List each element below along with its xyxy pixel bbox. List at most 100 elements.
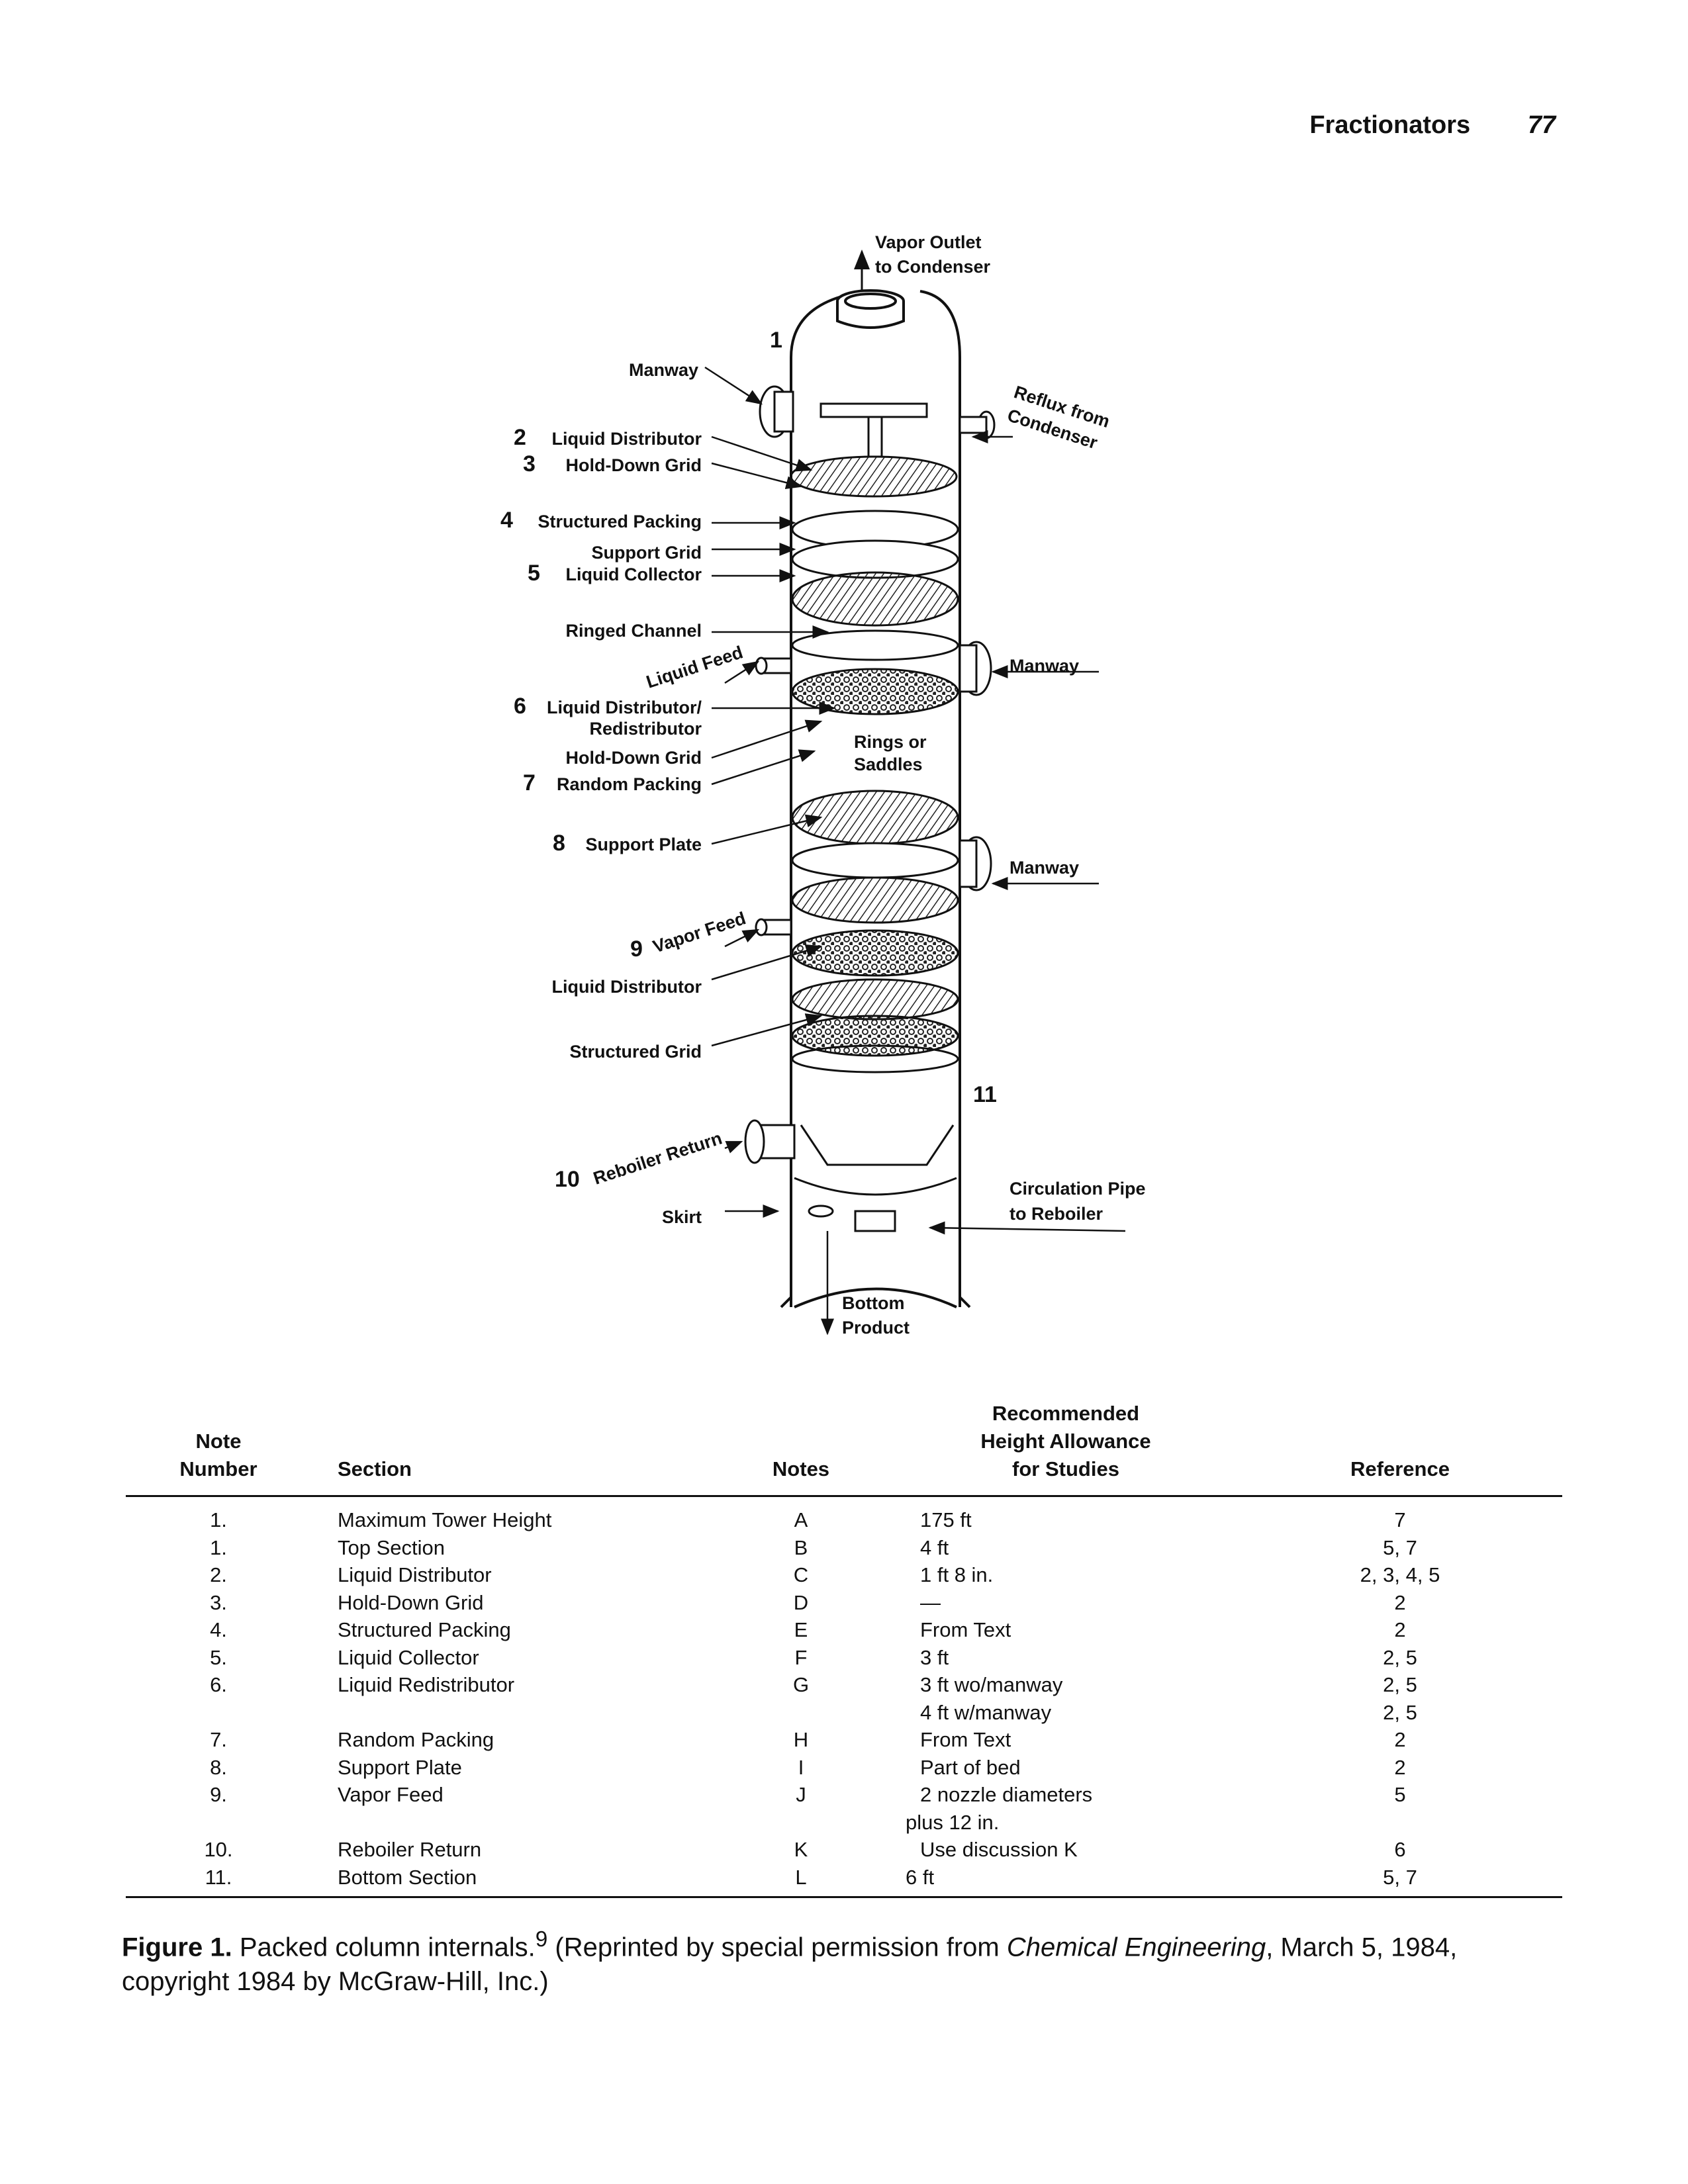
cell-notes: J xyxy=(796,1783,806,1806)
cell-height: From Text xyxy=(920,1728,1011,1751)
cell-note-number: 6. xyxy=(210,1673,227,1696)
redistributor-drawing xyxy=(791,629,959,715)
label-bottom-1: Bottom xyxy=(842,1293,904,1313)
cell-height: 1 ft 8 in. xyxy=(920,1563,994,1586)
manway-mid-drawing xyxy=(959,641,992,696)
label-support-plate: Support Plate xyxy=(585,835,702,854)
cell-notes: A xyxy=(794,1508,808,1531)
caption-text-b: (Reprinted by special permission from xyxy=(547,1933,1007,1962)
cell-reference xyxy=(1238,1809,1562,1837)
cell-notes: K xyxy=(794,1838,808,1861)
running-title: Fractionators xyxy=(1309,111,1471,139)
cell-note-number xyxy=(126,1809,311,1837)
label-n3: 3 xyxy=(523,451,536,477)
label-n9: 9 xyxy=(630,936,643,962)
cell-reference: 2 xyxy=(1394,1755,1406,1779)
cell-reference: 2, 5 xyxy=(1383,1645,1417,1669)
label-structured-packing: Structured Packing xyxy=(538,512,702,531)
page-number: 77 xyxy=(1527,111,1556,139)
cell-notes xyxy=(708,1699,894,1727)
header-section: Section xyxy=(338,1457,412,1480)
table-row: plus 12 in. xyxy=(126,1809,1562,1837)
cell-note-number: 1. xyxy=(210,1508,227,1531)
cell-height: 175 ft xyxy=(920,1508,972,1531)
label-hold-down-grid-2: Hold-Down Grid xyxy=(566,748,702,768)
cell-notes: L xyxy=(708,1863,894,1898)
header-notes: Notes xyxy=(772,1457,830,1480)
caption-text-c: , March 5, 1984, copyright 1984 by McGra… xyxy=(122,1933,1458,1997)
cell-section: Hold-Down Grid xyxy=(338,1590,484,1614)
label-liquid-distributor-low: Liquid Distributor xyxy=(552,977,702,997)
cell-reference: 5, 7 xyxy=(1383,1535,1417,1559)
cell-note-number: 11. xyxy=(126,1863,311,1898)
cell-note-number: 10. xyxy=(204,1838,233,1861)
label-manway-top: Manway xyxy=(629,360,698,380)
manway-top-drawing xyxy=(759,385,794,438)
cell-height: plus 12 in. xyxy=(906,1810,1000,1834)
label-hold-down-grid: Hold-Down Grid xyxy=(566,455,702,475)
cell-height: Part of bed xyxy=(920,1755,1021,1779)
cell-reference: 7 xyxy=(1394,1508,1406,1531)
cell-note-number: 3. xyxy=(210,1590,227,1614)
cell-note-number xyxy=(126,1699,311,1727)
cell-section: Reboiler Return xyxy=(338,1838,482,1861)
cell-note-number: 1. xyxy=(210,1535,227,1559)
cell-section: Vapor Feed xyxy=(338,1783,444,1806)
cell-reference: 5, 7 xyxy=(1238,1863,1562,1898)
cell-height: 6 ft xyxy=(894,1863,1238,1898)
liquid-feed-nozzle-drawing xyxy=(755,657,792,675)
height-allowance-table: Note Number Section Notes Recommended He… xyxy=(126,1400,1562,1898)
cell-notes: H xyxy=(793,1728,809,1751)
label-rings-1: Rings or xyxy=(854,732,927,752)
header-height: Recommended Height Allowance for Studies xyxy=(980,1402,1151,1480)
label-support-grid: Support Grid xyxy=(592,543,702,563)
label-bottom-2: Product xyxy=(842,1318,910,1338)
cell-section: Liquid Redistributor xyxy=(338,1673,515,1696)
cell-section: Maximum Tower Height xyxy=(338,1508,552,1531)
label-circ-1: Circulation Pipe xyxy=(1009,1179,1146,1199)
vapor-outlet-nozzle xyxy=(836,289,905,329)
label-liquid-distributor: Liquid Distributor xyxy=(552,429,702,449)
liquid-distributor-drawing xyxy=(790,402,958,498)
label-n6: 6 xyxy=(514,694,526,719)
bottom-sump-drawing xyxy=(791,1044,959,1232)
label-random-packing: Random Packing xyxy=(557,774,702,794)
reflux-nozzle-drawing xyxy=(959,410,996,439)
label-vapor-feed: Vapor Feed xyxy=(651,908,749,957)
cell-note-number: 7. xyxy=(210,1728,227,1751)
label-liquid-redistributor-1: Liquid Distributor/ xyxy=(547,698,702,717)
caption-text-a: Packed column internals. xyxy=(232,1933,536,1962)
reboiler-return-nozzle-drawing xyxy=(744,1119,796,1164)
cell-notes: G xyxy=(792,1673,810,1696)
cell-reference: 2, 3, 4, 5 xyxy=(1360,1563,1440,1586)
cell-reference: 5 xyxy=(1394,1783,1406,1806)
table-row: 9. Vapor Feed J 2 nozzle diameters 5 xyxy=(126,1781,1562,1809)
caption-source: Chemical Engineering xyxy=(1006,1933,1266,1962)
running-head: Fractionators 77 xyxy=(1309,111,1556,140)
cell-height: 2 nozzle diameters xyxy=(920,1783,1093,1806)
header-note-number: Note Number xyxy=(179,1430,258,1480)
cell-note-number: 9. xyxy=(210,1783,227,1806)
caption-label: Figure 1. xyxy=(122,1933,232,1962)
cell-section xyxy=(311,1699,708,1727)
label-n5: 5 xyxy=(528,561,540,586)
cell-height: 4 ft xyxy=(920,1535,949,1559)
cell-reference: 2, 5 xyxy=(1383,1673,1417,1696)
cell-section xyxy=(311,1809,708,1837)
cell-section: Liquid Distributor xyxy=(338,1563,492,1586)
cell-section: Bottom Section xyxy=(311,1863,708,1898)
cell-notes xyxy=(708,1809,894,1837)
cell-reference: 6 xyxy=(1394,1838,1406,1861)
cell-notes: D xyxy=(793,1590,809,1614)
label-n2: 2 xyxy=(514,425,526,450)
cell-reference: 2 xyxy=(1394,1728,1406,1751)
